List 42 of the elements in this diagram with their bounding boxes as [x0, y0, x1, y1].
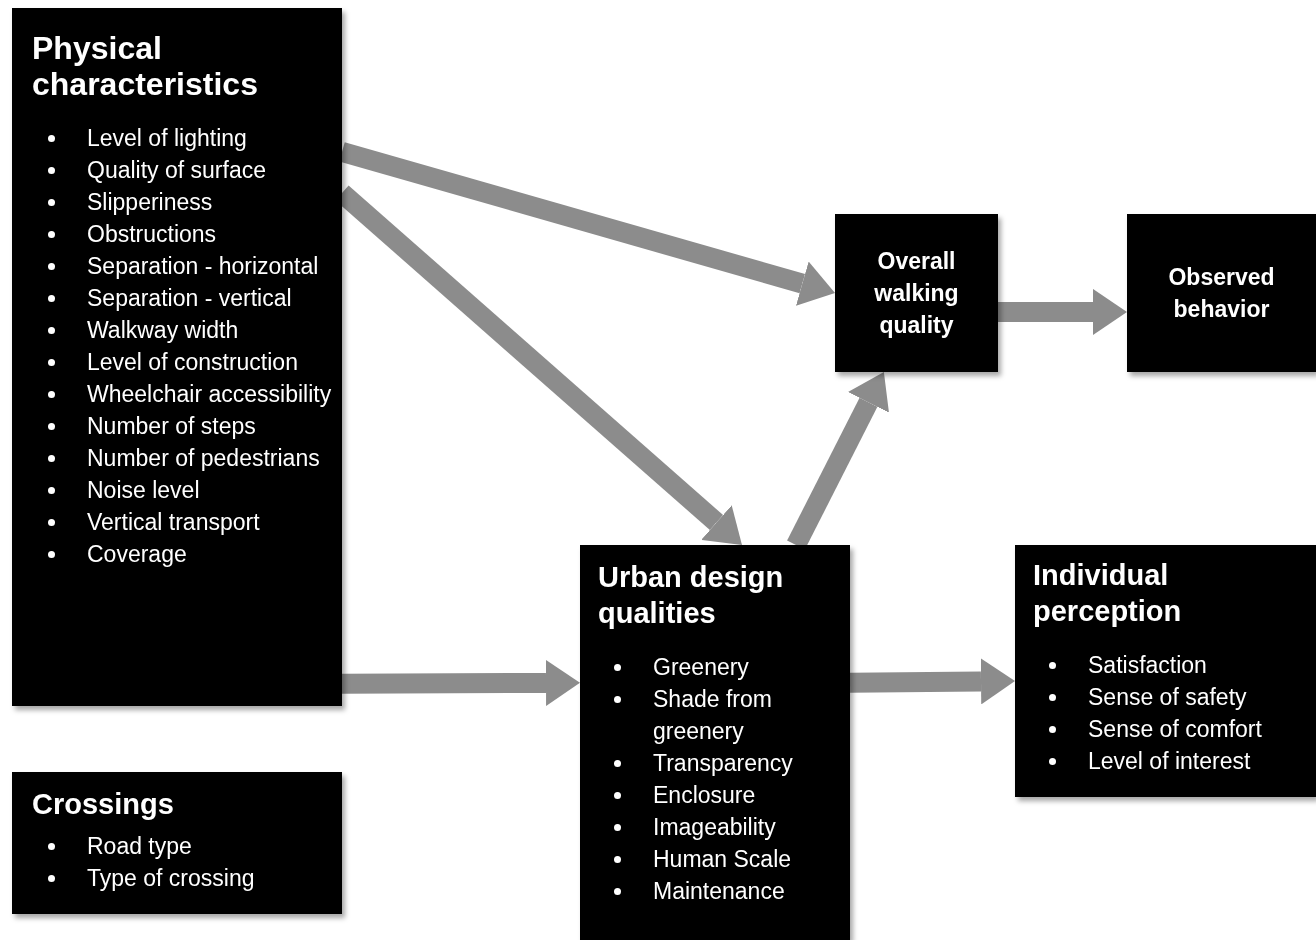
list-item: Type of crossing [87, 865, 255, 891]
list-item: Level of interest [1088, 748, 1251, 774]
arrow [849, 658, 1015, 705]
list-item: Greenery [653, 654, 749, 680]
list-item: Obstructions [87, 221, 217, 247]
arrow [341, 659, 580, 706]
process-box [1015, 545, 1316, 797]
list-item: Noise level [87, 477, 200, 503]
box-heading: Individual perception [1033, 558, 1183, 629]
list-item: Level of construction [87, 349, 298, 375]
list-item: Number of steps [87, 413, 256, 439]
list-item: Level of lighting [87, 125, 247, 151]
box-heading: Observed behavior [1167, 263, 1276, 324]
list-item: Number of pedestrians [87, 445, 320, 471]
list-item: Imageability [653, 814, 776, 840]
arrow [998, 288, 1127, 335]
list-item: Satisfaction [1088, 652, 1207, 678]
list-item: Separation - horizontal [87, 253, 319, 279]
process-box [12, 8, 342, 706]
list-item: Wheelchair accessibility [87, 381, 332, 407]
list-item: Coverage [87, 541, 187, 567]
list-item: Walkway width [87, 317, 239, 343]
box-heading: Overall walking quality [873, 247, 960, 340]
process-box [1127, 214, 1316, 372]
list-item: Maintenance [653, 878, 785, 904]
list-item: Quality of surface [87, 157, 266, 183]
process-box [12, 772, 342, 914]
box-heading: Physical characteristics [32, 30, 259, 102]
list-item: Road type [87, 833, 192, 859]
box-heading: Crossings [32, 787, 175, 822]
process-box [835, 214, 998, 372]
list-item: Enclosure [653, 782, 756, 808]
list-item: Sense of comfort [1088, 716, 1262, 742]
list-item: Sense of safety [1088, 684, 1247, 710]
list-item: Transparency [653, 750, 793, 776]
list-item: Separation - vertical [87, 285, 292, 311]
list-item: Slipperiness [87, 189, 213, 215]
list-item: Shade from greenery [653, 686, 772, 744]
list-item: Vertical transport [87, 509, 260, 535]
box-heading: Urban design qualities [598, 560, 785, 631]
process-box [580, 545, 850, 940]
list-item: Human Scale [653, 846, 792, 872]
